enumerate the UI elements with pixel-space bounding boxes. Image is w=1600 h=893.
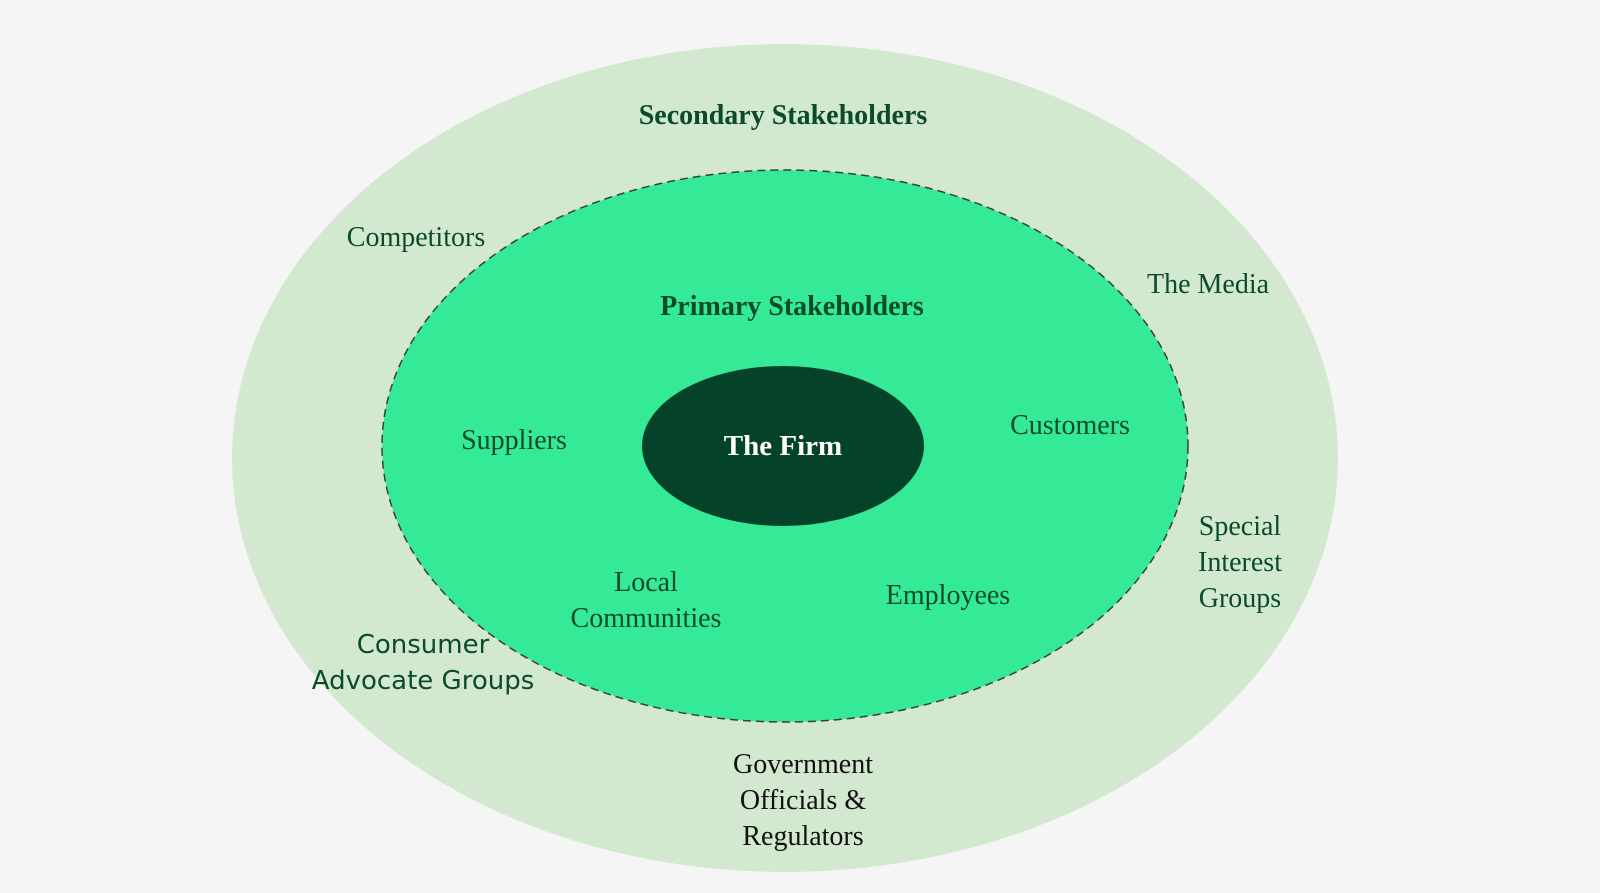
employees-label: Employees — [885, 580, 1011, 611]
suppliers-label: Suppliers — [461, 425, 567, 456]
media-label: The Media — [1146, 269, 1270, 300]
special-interest-groups-label: Special Interest Groups — [1198, 511, 1282, 614]
firm-label: The Firm — [723, 430, 843, 462]
consumer-advocate-groups-label: Consumer Advocate Groups — [311, 630, 535, 696]
primary-stakeholders-title: Primary Stakeholders — [660, 291, 924, 322]
competitors-label: Competitors — [346, 222, 486, 253]
firm-ellipse — [642, 366, 924, 526]
government-regulators-label: Government Officials & Regulators — [733, 749, 873, 852]
customers-label: Customers — [1010, 410, 1130, 441]
local-communities-label: Local Communities — [570, 567, 722, 634]
secondary-stakeholders-title: Secondary Stakeholders — [638, 100, 928, 131]
